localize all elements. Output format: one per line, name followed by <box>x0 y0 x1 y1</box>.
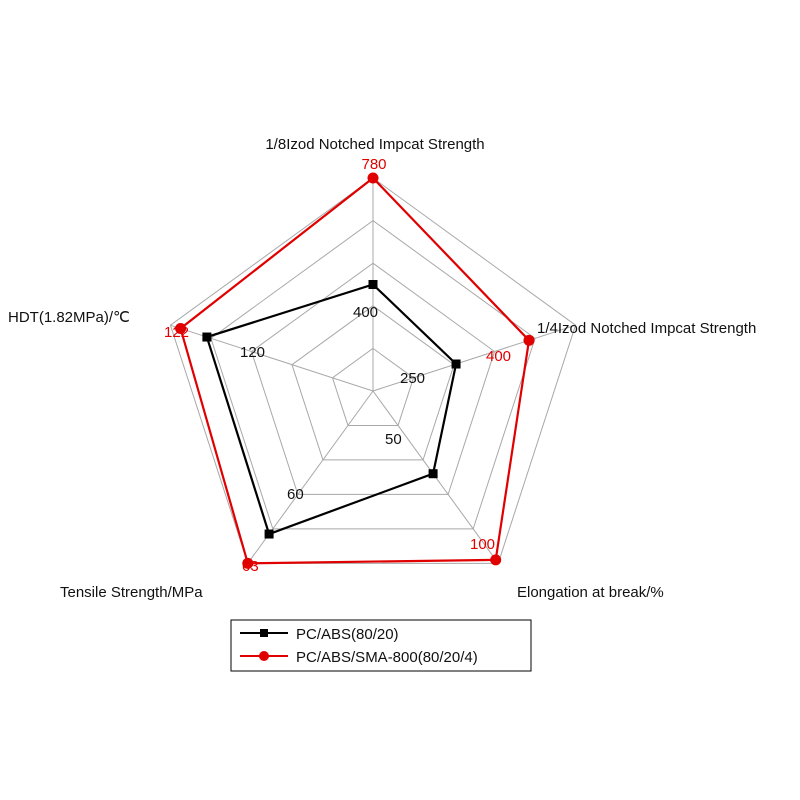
axis-title-izod-1-8: 1/8Izod Notched Impcat Strength <box>265 136 484 153</box>
series-2-point-3 <box>490 554 502 566</box>
series-line-2 <box>179 176 531 565</box>
grid-ring-5 <box>169 177 577 564</box>
axis-title-hdt: HDT(1.82MPa)/℃ <box>8 309 130 326</box>
series-1-point-4 <box>264 529 274 539</box>
axis-title-elongation: Elongation at break/% <box>517 584 664 601</box>
series-layer <box>175 172 535 569</box>
legend-marker-square <box>260 629 268 637</box>
grid-ring-2 <box>291 305 455 461</box>
tick-label-250: 250 <box>400 370 425 387</box>
legend: PC/ABS(80/20) PC/ABS/SMA-800(80/20/4) <box>230 619 532 672</box>
axis-title-izod-1-4: 1/4Izod Notched Impcat Strength <box>537 320 756 337</box>
tick-label-60: 60 <box>287 486 304 503</box>
series-2-point-1 <box>367 172 379 184</box>
series-1-point-1 <box>368 280 378 289</box>
tick-label-400: 400 <box>353 304 378 321</box>
spoke-5 <box>170 324 374 392</box>
data-labels: 780 400 100 63 122 <box>164 156 511 575</box>
axis-title-tensile-strength: Tensile Strength/MPa <box>60 584 203 601</box>
legend-box <box>230 619 532 672</box>
grid-ring-1 <box>331 347 415 426</box>
tick-labels: 400 250 50 60 120 <box>240 304 425 503</box>
series-1-point-5 <box>202 332 212 342</box>
data-label-780: 780 <box>361 156 386 173</box>
legend-label-pc-abs-sma: PC/ABS/SMA-800(80/20/4) <box>296 649 478 666</box>
series-2-point-5 <box>175 322 187 334</box>
tick-label-50: 50 <box>385 431 402 448</box>
data-label-122: 122 <box>164 324 189 341</box>
grid-ring-3 <box>250 262 496 495</box>
series-2-point-4 <box>242 557 254 569</box>
axis-titles: 1/8Izod Notched Impcat Strength 1/4Izod … <box>8 136 756 601</box>
series-2-point-2 <box>523 334 535 346</box>
data-label-100: 100 <box>470 536 495 553</box>
legend-marker-circle <box>259 651 269 661</box>
series-line-1 <box>205 283 458 536</box>
data-label-400: 400 <box>486 348 511 365</box>
data-label-63: 63 <box>242 558 259 575</box>
spoke-2 <box>372 324 576 392</box>
tick-label-120: 120 <box>240 344 265 361</box>
series-1-point-2 <box>451 359 461 369</box>
legend-label-pc-abs: PC/ABS(80/20) <box>296 626 399 643</box>
series-1-point-3 <box>428 469 438 479</box>
